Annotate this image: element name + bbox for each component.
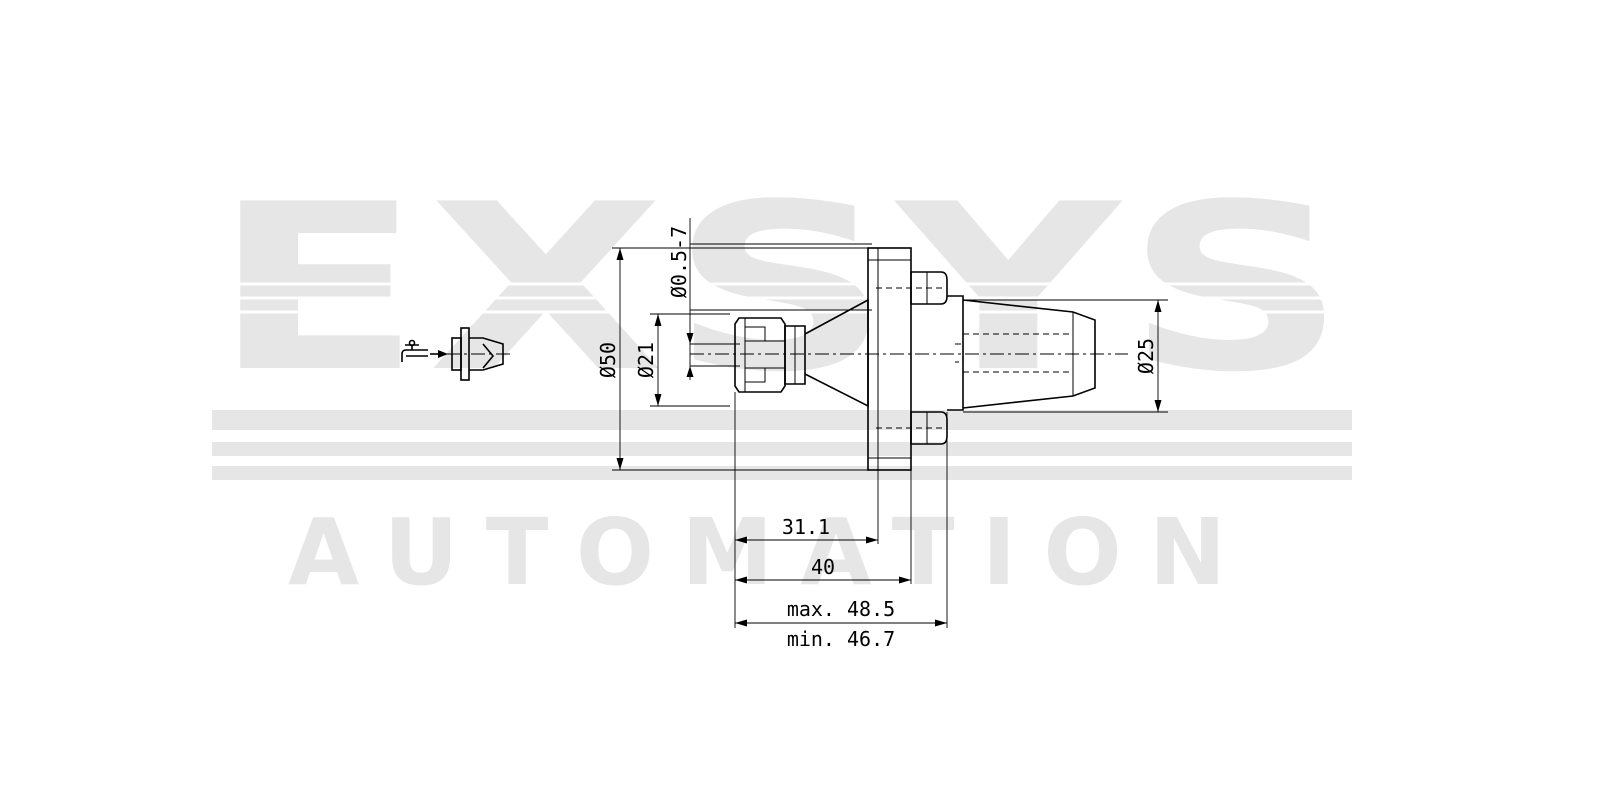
- dim-length-to-flange-face-label: 40: [811, 555, 835, 579]
- dim-length-max-min: max. 48.5 min. 46.7: [735, 597, 947, 651]
- dimensions: Ø50 Ø21 Ø0.5-7: [596, 218, 1168, 651]
- dim-shank-diameter: Ø25: [963, 299, 1168, 413]
- dim-nut-diameter: Ø21: [634, 313, 730, 407]
- spacer: [947, 295, 964, 411]
- dim-flange-diameter: Ø50: [596, 247, 868, 471]
- dim-shank-diameter-label: Ø25: [1134, 338, 1158, 374]
- flange: [867, 247, 912, 471]
- dim-length-min-label: min. 46.7: [787, 627, 895, 651]
- dim-length-nut-to-flange: 31.1: [735, 515, 878, 544]
- dim-length-to-flange-face: 40: [735, 555, 911, 584]
- neck: [784, 325, 806, 385]
- watermark-bars: [212, 410, 1352, 480]
- dim-nut-diameter-label: Ø21: [634, 342, 658, 378]
- watermark-brand-stripes: [200, 282, 1360, 314]
- tool-holder-drawing: [690, 247, 1128, 471]
- watermark-brand: EXSYS: [212, 156, 1352, 423]
- mini-tool-holder-icon: [446, 327, 510, 381]
- coolant-tap-icon: [401, 339, 448, 362]
- dim-bore-range: Ø0.5-7: [667, 218, 872, 380]
- watermark: EXSYS AUTOMATION: [200, 156, 1360, 606]
- dim-length-max-label: max. 48.5: [787, 597, 895, 621]
- dim-flange-diameter-label: Ø50: [596, 342, 620, 378]
- dim-bore-range-label: Ø0.5-7: [667, 226, 691, 298]
- watermark-subtitle: AUTOMATION: [288, 499, 1288, 606]
- collet-nut: [734, 317, 786, 393]
- dim-length-nut-to-flange-label: 31.1: [782, 515, 830, 539]
